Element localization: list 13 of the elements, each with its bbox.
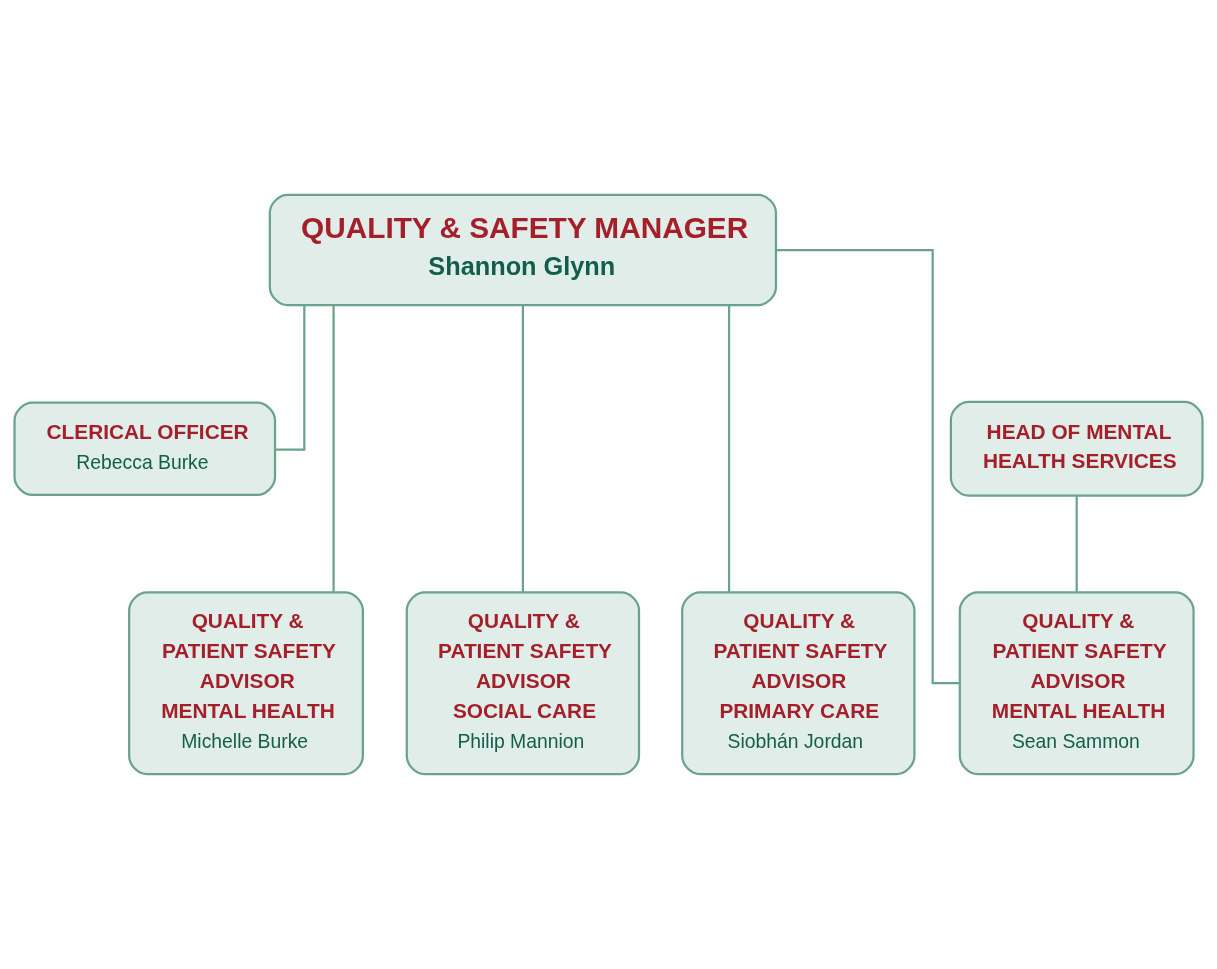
connector <box>521 305 524 593</box>
node-box: QUALITY & PATIENT SAFETY ADVISOR SOCIAL CARE Philip Mannion <box>405 591 641 776</box>
node-box: CLERICAL OFFICER Rebecca Burke <box>13 401 277 497</box>
connector <box>275 305 306 451</box>
node-box: QUALITY & PATIENT SAFETY ADVISOR MENTAL HEALTH Michelle Burke <box>128 591 364 776</box>
node-box: QUALITY & SAFETY MANAGER Shannon Glynn <box>268 193 778 307</box>
node-box: QUALITY & PATIENT SAFETY ADVISOR MENTAL HEALTH Sean Sammon <box>958 591 1195 776</box>
connector <box>727 305 731 593</box>
connector <box>1075 496 1078 593</box>
connector <box>776 248 960 685</box>
node-box: QUALITY & PATIENT SAFETY ADVISOR PRIMARY CARE Siobhán Jordan <box>681 591 916 776</box>
node-box: HEAD OF MENTAL HEALTH SERVICES <box>949 400 1204 497</box>
connector <box>332 305 335 593</box>
